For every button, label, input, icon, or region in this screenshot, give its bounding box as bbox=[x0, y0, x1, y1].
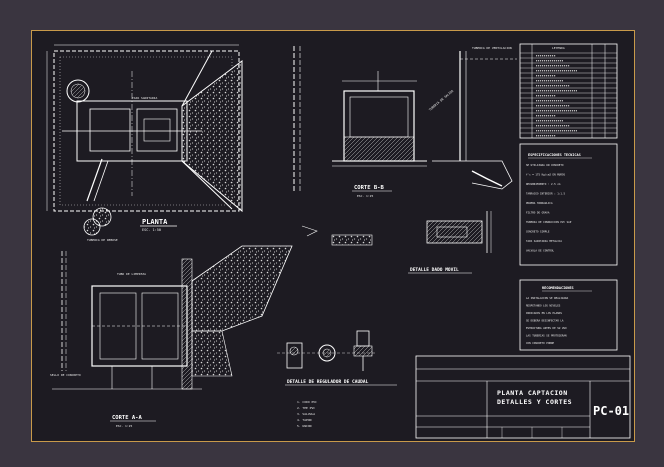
note-line: TAPA SANITARIA METALICA bbox=[526, 239, 562, 243]
svg-text:4. TAPON: 4. TAPON bbox=[297, 418, 312, 422]
svg-text:2. TEE PVC: 2. TEE PVC bbox=[297, 406, 315, 410]
note-line: TUBERIA DE CONDUCCION PVC SAP bbox=[526, 220, 572, 224]
note-line: SE DEBERA DESINFECTAR LA bbox=[526, 319, 564, 323]
note-line: FILTRO DE GRAVA bbox=[526, 211, 550, 215]
note-line: VALVULA DE CONTROL bbox=[526, 249, 555, 253]
note-line: ESTRUCTURA ANTES DE SU USO bbox=[526, 326, 567, 330]
planta-scale: ESC. 1:50 bbox=[142, 228, 161, 232]
svg-text:TAPA SANITARIA: TAPA SANITARIA bbox=[132, 96, 157, 100]
detalle-dado-title: DETALLE DADO MOVIL bbox=[410, 267, 459, 273]
legend-header: LEYENDA bbox=[552, 46, 565, 50]
svg-text:TUBERIA DE SALIDA: TUBERIA DE SALIDA bbox=[428, 89, 454, 112]
detalle-dado-view: DETALLE DADO MOVIL bbox=[331, 211, 492, 274]
corte-a-title: CORTE A-A bbox=[112, 415, 142, 421]
specs-panel: ESPECIFICACIONES TECNICAS SE UTILIZARA U… bbox=[519, 143, 618, 266]
corte-a-scale: ESC. 1:25 bbox=[116, 424, 132, 428]
planta-title: PLANTA bbox=[142, 218, 168, 226]
svg-text:TUBERIA DE REBOSE: TUBERIA DE REBOSE bbox=[87, 238, 118, 242]
svg-text:1. CODO PVC: 1. CODO PVC bbox=[297, 400, 317, 404]
pipe-elevation: TUBERIA DE VENTILACION TUBERIA DE SALIDA bbox=[428, 46, 517, 190]
svg-text:5. UNION: 5. UNION bbox=[297, 424, 312, 428]
specs-title: ESPECIFICACIONES TECNICAS bbox=[528, 153, 581, 157]
corte-a-view: CORTE A-A ESC. 1:25 SELLO DE CONCRETO TU… bbox=[50, 225, 318, 428]
drawing-canvas: PLANTA ESC. 1:50 TUBERIA DE REBOSE TAPA … bbox=[46, 43, 631, 439]
note-line: f'c = 175 Kg/cm2 EN MUROS bbox=[526, 173, 565, 177]
detalle-regulador-title: DETALLE DE REGULADOR DE CAUDAL bbox=[287, 379, 369, 385]
note-line: CON CONCRETO POBRE bbox=[526, 341, 555, 345]
svg-text:3. VALVULA: 3. VALVULA bbox=[297, 412, 315, 416]
recommendations-panel: RECOMENDACIONES LA INSTALACION SE REALIZ… bbox=[519, 279, 618, 351]
corte-b-title: CORTE B-B bbox=[354, 185, 384, 191]
recommendations-title: RECOMENDACIONES bbox=[542, 286, 574, 290]
svg-text:TUBO DE LIMPIEZA: TUBO DE LIMPIEZA bbox=[117, 272, 146, 276]
corte-b-view: CORTE B-B ESC. 1:25 bbox=[293, 46, 427, 198]
note-line: TARRAJEO INTERIOR : 1:1.5 bbox=[526, 192, 565, 196]
note-line: INDICADOS EN LOS PLANOS bbox=[526, 311, 562, 315]
title-line-2: DETALLES Y CORTES bbox=[497, 398, 572, 406]
svg-text:TUBERIA DE VENTILACION: TUBERIA DE VENTILACION bbox=[472, 46, 512, 50]
note-line: LAS TUBERIAS SE PROTEGERAN bbox=[526, 334, 567, 338]
note-line: LA INSTALACION SE REALIZARA bbox=[526, 296, 569, 300]
svg-text:SELLO DE CONCRETO: SELLO DE CONCRETO bbox=[50, 373, 81, 377]
title-line-1: PLANTA CAPTACION bbox=[497, 389, 568, 397]
note-line: CONCRETO SIMPLE bbox=[526, 230, 550, 234]
planta-view: PLANTA ESC. 1:50 TUBERIA DE REBOSE TAPA … bbox=[46, 44, 243, 242]
note-line: PRUEBA HIDRAULICA bbox=[526, 201, 553, 205]
drawing-sheet[interactable]: PLANTA ESC. 1:50 TUBERIA DE REBOSE TAPA … bbox=[31, 30, 635, 442]
detalle-regulador-view: DETALLE DE REGULADOR DE CAUDAL 1. CODO P… bbox=[277, 330, 397, 428]
note-line: RECUBRIMIENTO : 2.5 cm bbox=[526, 182, 561, 186]
legend-table: LEYENDA bbox=[519, 43, 618, 139]
title-block: PLANTA CAPTACION DETALLES Y CORTES PC-01 bbox=[415, 355, 631, 439]
sheet-code: PC-01 bbox=[593, 404, 629, 418]
corte-b-scale: ESC. 1:25 bbox=[357, 194, 373, 198]
note-line: SE UTILIZARA UN CONCRETO bbox=[526, 163, 564, 167]
note-line: RESPETANDO LOS NIVELES bbox=[526, 304, 561, 308]
